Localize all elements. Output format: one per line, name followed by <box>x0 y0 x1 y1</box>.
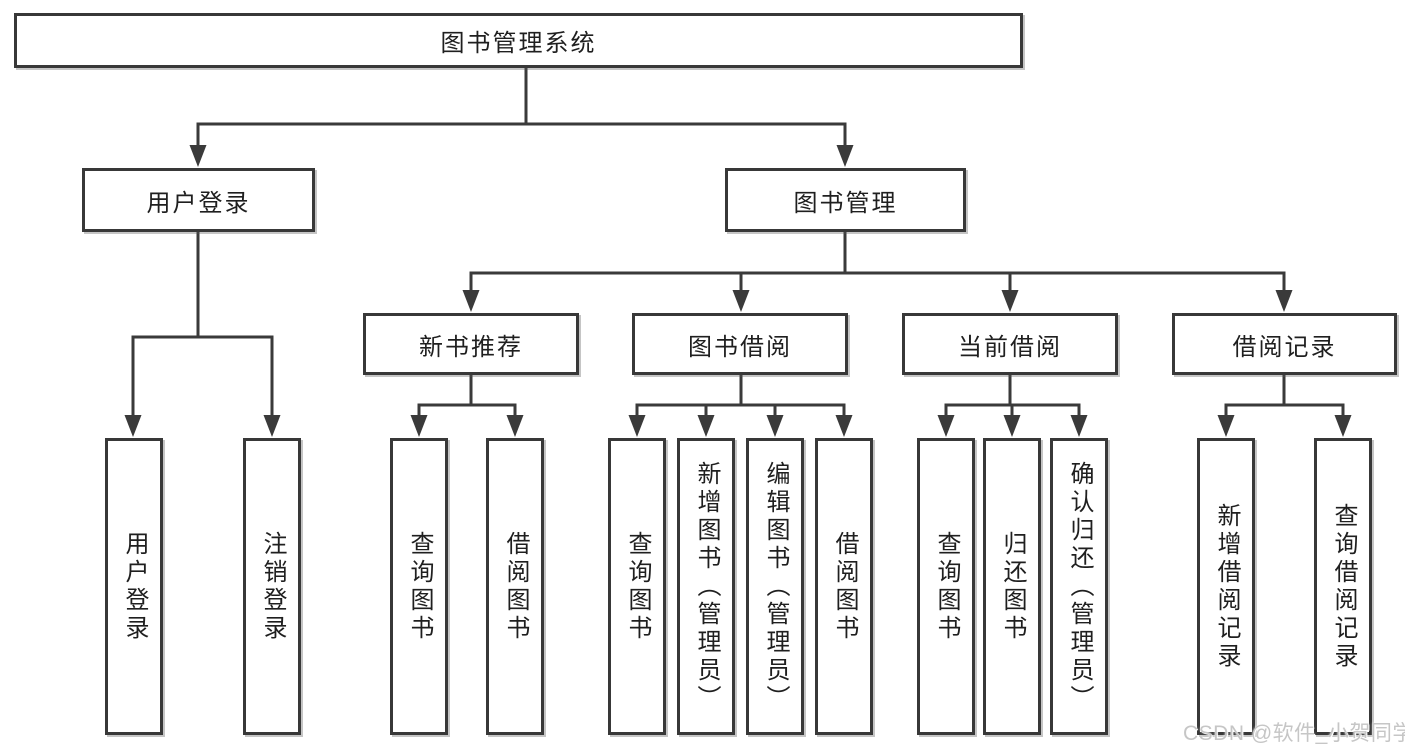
leaf-label: 查询图书 <box>933 530 960 643</box>
leaf-label: 归还图书 <box>999 530 1026 643</box>
node-user-login: 用户登录 <box>82 168 315 232</box>
node-book-borrow: 图书借阅 <box>632 313 848 375</box>
node-borrow-records: 借阅记录 <box>1172 313 1397 375</box>
leaf-recommend-borrow-books: 借阅图书 <box>486 438 544 735</box>
leaf-add-book-admin: 新增图书（管理员） <box>677 438 735 735</box>
leaf-query-borrow-record: 查询借阅记录 <box>1314 438 1372 735</box>
leaf-borrow-query-books: 查询图书 <box>608 438 666 735</box>
leaf-borrow-books: 借阅图书 <box>815 438 873 735</box>
leaf-label: 新增图书（管理员） <box>693 460 720 713</box>
node-root-system: 图书管理系统 <box>14 13 1023 68</box>
leaf-logout: 注销登录 <box>243 438 301 735</box>
leaf-label: 注销登录 <box>259 530 286 643</box>
leaf-label: 用户登录 <box>121 530 148 643</box>
node-book-management: 图书管理 <box>725 168 966 232</box>
node-current-borrow: 当前借阅 <box>902 313 1118 375</box>
leaf-label: 确认归还（管理员） <box>1066 460 1093 713</box>
leaf-label: 查询图书 <box>624 530 651 643</box>
watermark: CSDN @软件_小贺同学 <box>1183 722 1405 745</box>
leaf-label: 编辑图书（管理员） <box>762 460 789 713</box>
leaf-edit-book-admin: 编辑图书（管理员） <box>746 438 804 735</box>
leaf-confirm-return-admin: 确认归还（管理员） <box>1050 438 1108 735</box>
leaf-label: 新增借阅记录 <box>1213 502 1240 671</box>
leaf-current-query-books: 查询图书 <box>917 438 975 735</box>
leaf-add-borrow-record: 新增借阅记录 <box>1197 438 1255 735</box>
node-new-book-recommend: 新书推荐 <box>363 313 579 375</box>
leaf-label: 查询图书 <box>406 530 433 643</box>
leaf-return-books: 归还图书 <box>983 438 1041 735</box>
leaf-recommend-query-books: 查询图书 <box>390 438 448 735</box>
leaf-label: 借阅图书 <box>831 530 858 643</box>
leaf-label: 借阅图书 <box>502 530 529 643</box>
leaf-user-login: 用户登录 <box>105 438 163 735</box>
leaf-label: 查询借阅记录 <box>1330 502 1357 671</box>
